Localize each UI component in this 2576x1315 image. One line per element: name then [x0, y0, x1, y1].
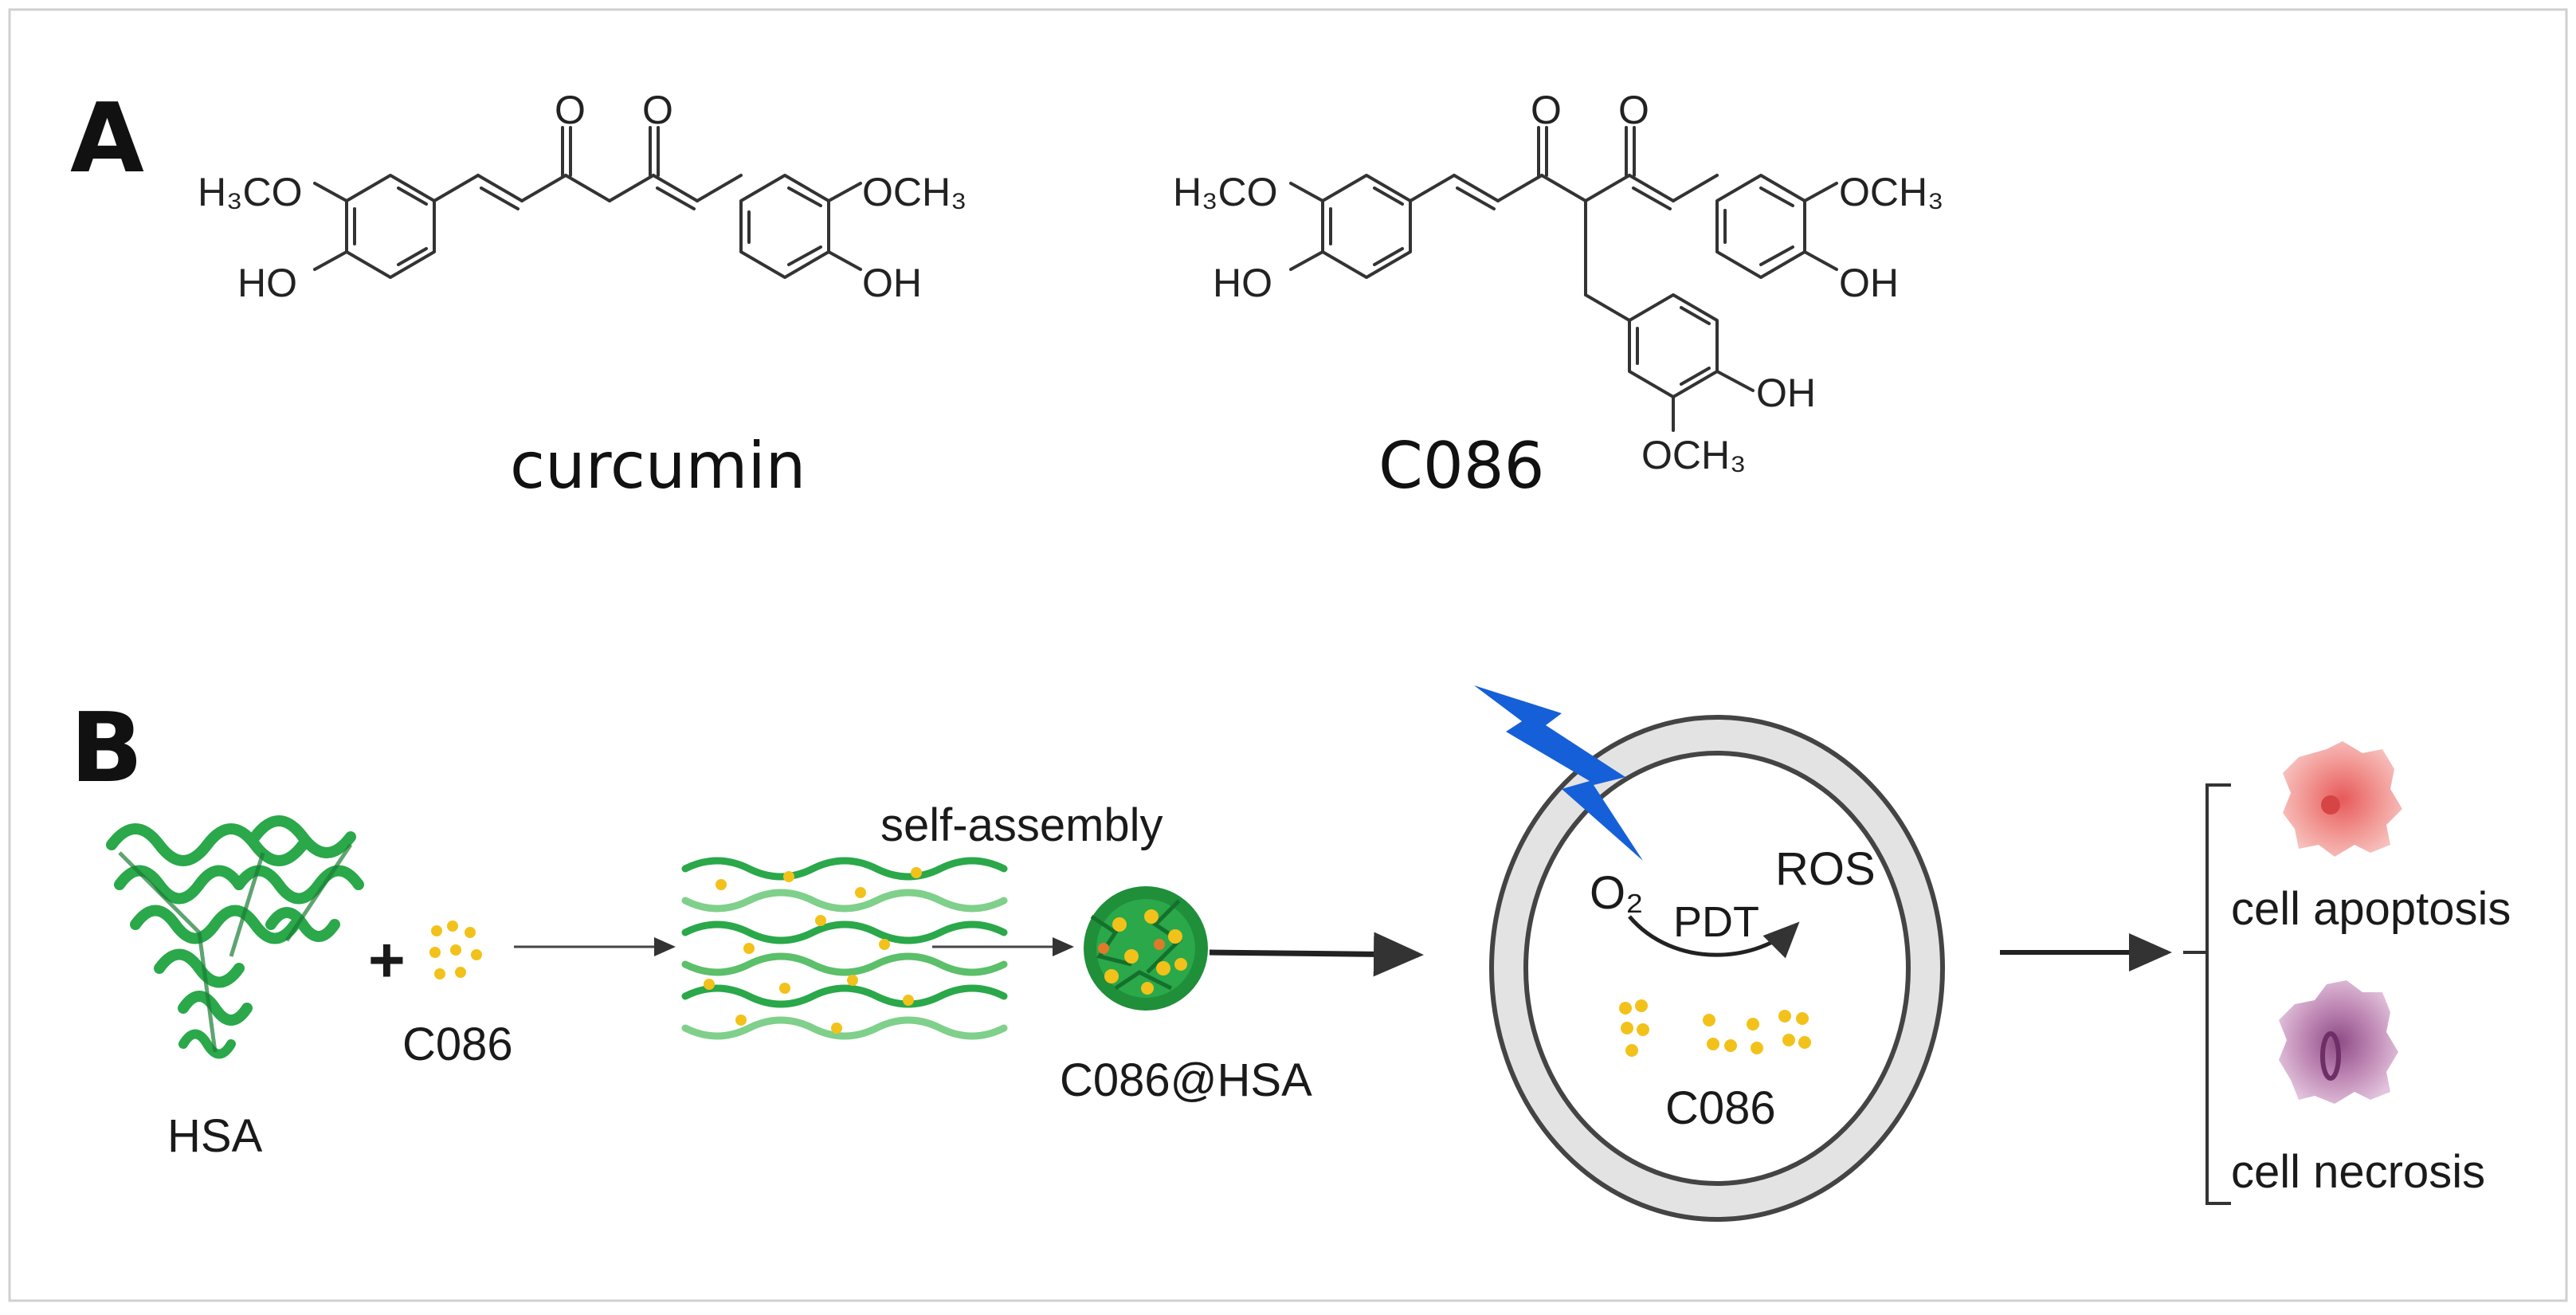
curcumin-left-bottom-label: HO — [237, 261, 297, 305]
panel-a-letter: A — [70, 84, 144, 194]
drug-dots-icon — [429, 920, 482, 979]
plus-sign: + — [368, 924, 406, 995]
o2-label: O₂ — [1590, 867, 1644, 919]
c086-right-top-label: OCH₃ — [1839, 170, 1943, 214]
c086-lower-oh-label: OH — [1756, 371, 1816, 415]
figure-frame — [8, 8, 2568, 1302]
nanoparticle-icon — [1084, 886, 1208, 1011]
c086-hsa-label: C086@HSA — [1060, 1054, 1312, 1106]
hsa-label: HSA — [167, 1110, 263, 1162]
necrotic-cell-icon — [2279, 980, 2398, 1104]
curcumin-name: curcumin — [510, 429, 806, 503]
light-bolt-icon — [1474, 685, 1643, 861]
outcome-bracket — [2205, 783, 2231, 1205]
curcumin-left-top-label: H₃CO — [198, 170, 302, 214]
hsa-protein-detail — [118, 843, 353, 1053]
cell-apoptosis-label: cell apoptosis — [2231, 883, 2511, 935]
panel-b-letter: B — [70, 693, 143, 804]
c086-left-bottom-label: HO — [1213, 261, 1272, 305]
c086-carbonyl-right: O — [1618, 88, 1649, 132]
cell-drug-dots-icon — [1619, 999, 1811, 1057]
ros-label: ROS — [1775, 843, 1876, 895]
pdt-label: PDT — [1673, 898, 1759, 946]
apoptotic-cell-icon — [2283, 741, 2402, 857]
c086-drug-label: C086 — [402, 1019, 513, 1070]
curcumin-right-top-label: OCH₃ — [862, 170, 966, 214]
c086-name: C086 — [1378, 429, 1545, 503]
curcumin-carbonyl-right: O — [642, 88, 673, 132]
c086-left-top-label: H₃CO — [1173, 170, 1277, 214]
protein-fibers-icon — [681, 857, 1008, 1040]
cell-ring-icon — [1489, 715, 1945, 1222]
pdt-arrow — [1628, 915, 1800, 959]
arrow-to-cell — [1209, 932, 1424, 977]
c086-lower-och3-label: OCH₃ — [1641, 433, 1746, 477]
c086-structure — [1289, 126, 1838, 432]
cell-necrosis-label: cell necrosis — [2231, 1146, 2485, 1198]
curcumin-structure — [313, 126, 862, 279]
self-assembly-label: self-assembly — [880, 799, 1163, 851]
c086-right-bottom-label: OH — [1839, 261, 1899, 305]
curcumin-carbonyl-left: O — [555, 88, 586, 132]
curcumin-right-bottom-label: OH — [862, 261, 922, 305]
cell-c086-label: C086 — [1665, 1082, 1776, 1134]
c086-carbonyl-left: O — [1531, 88, 1562, 132]
